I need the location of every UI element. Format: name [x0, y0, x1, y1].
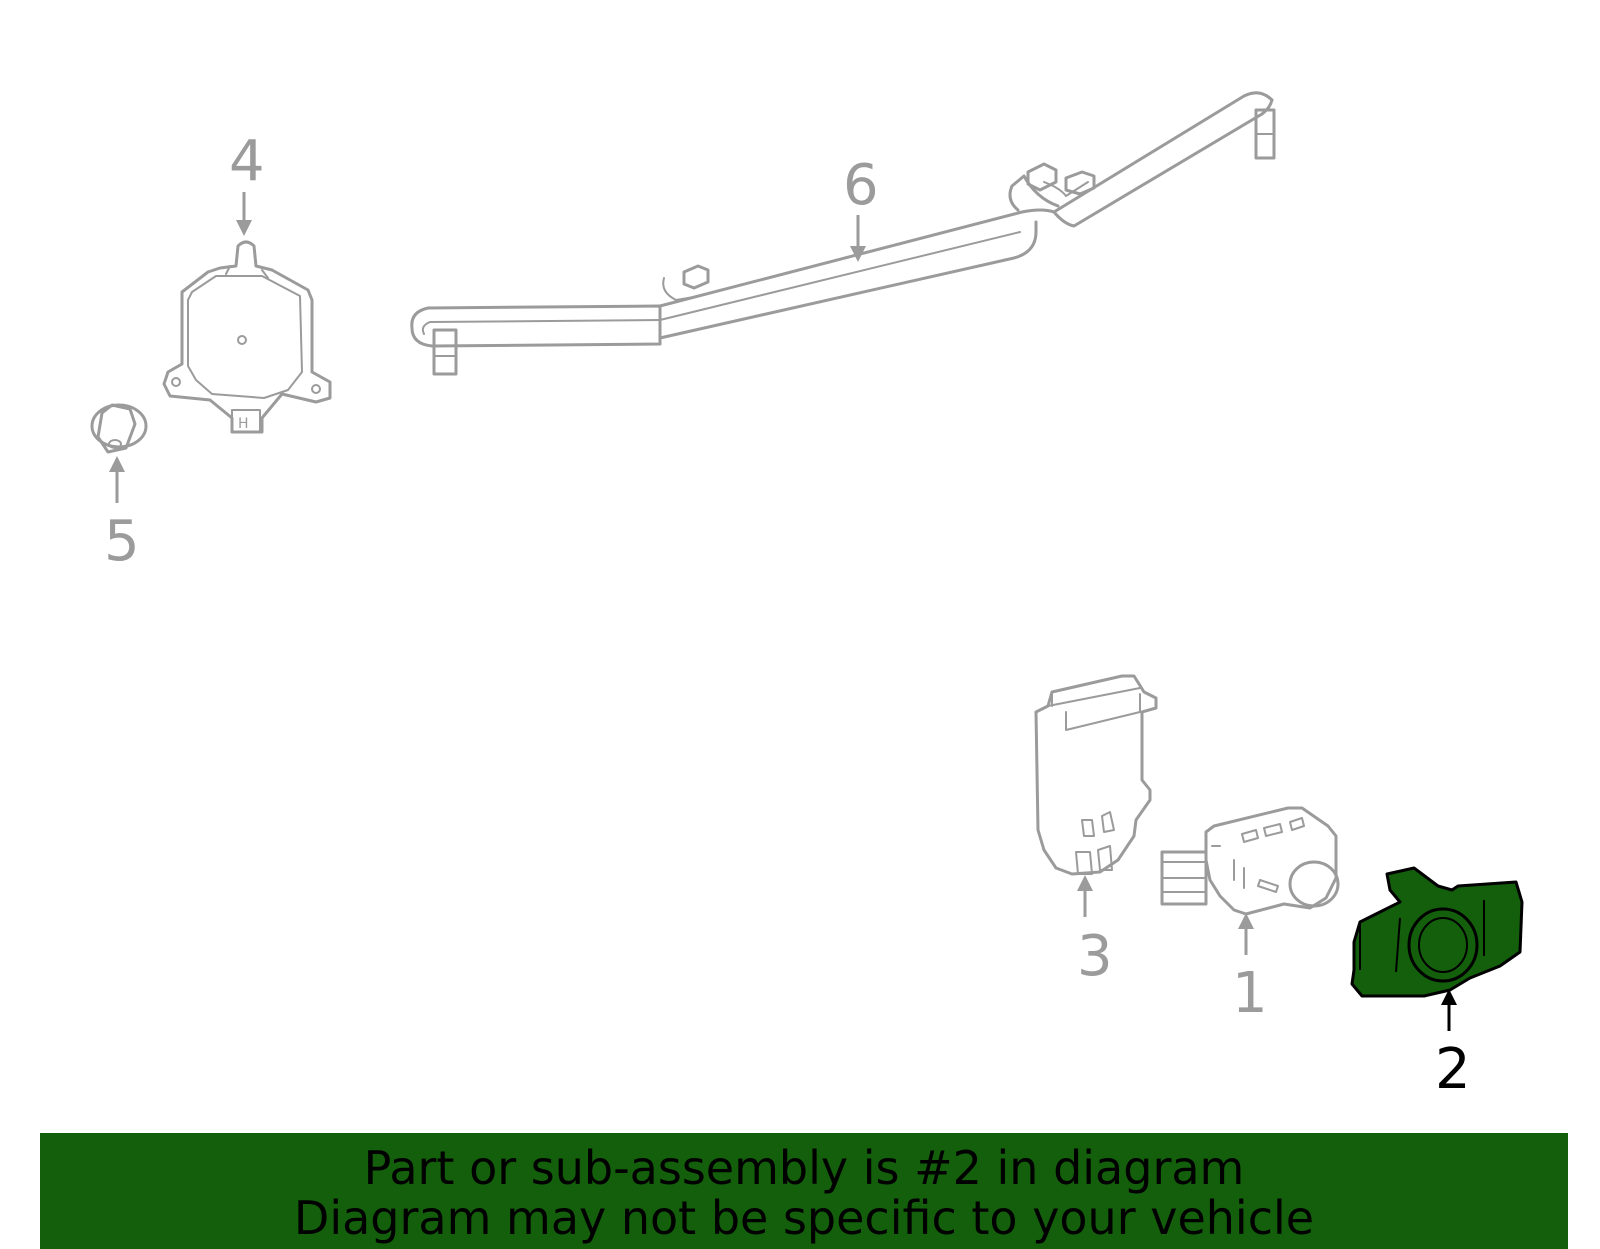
callout-5-arrowhead — [109, 456, 125, 472]
callout-2-arrowhead — [1441, 989, 1457, 1005]
callout-3: 3 — [1077, 924, 1113, 989]
callout-2: 2 — [1435, 1037, 1471, 1102]
callout-6: 6 — [843, 153, 879, 218]
callout-6-arrowhead — [850, 246, 866, 262]
callout-1-arrowhead — [1238, 913, 1254, 929]
part-5-nut — [90, 403, 148, 454]
callout-4-arrowhead — [236, 220, 252, 236]
info-banner: Part or sub-assembly is #2 in diagram Di… — [40, 1133, 1568, 1249]
callout-5: 5 — [104, 509, 140, 574]
banner-line-1: Part or sub-assembly is #2 in diagram — [363, 1141, 1245, 1195]
callout-3-arrowhead — [1077, 875, 1093, 891]
banner-line-2: Diagram may not be specific to your vehi… — [293, 1191, 1315, 1245]
part-1-sensor — [1160, 806, 1340, 916]
part-4-module: H — [162, 240, 332, 434]
svg-text:H: H — [238, 416, 249, 432]
callout-4: 4 — [229, 129, 265, 194]
part-6-harness — [410, 91, 1276, 376]
part-3-bracket — [1034, 674, 1158, 876]
callout-1: 1 — [1232, 961, 1268, 1026]
part-2-retainer — [1350, 866, 1524, 998]
